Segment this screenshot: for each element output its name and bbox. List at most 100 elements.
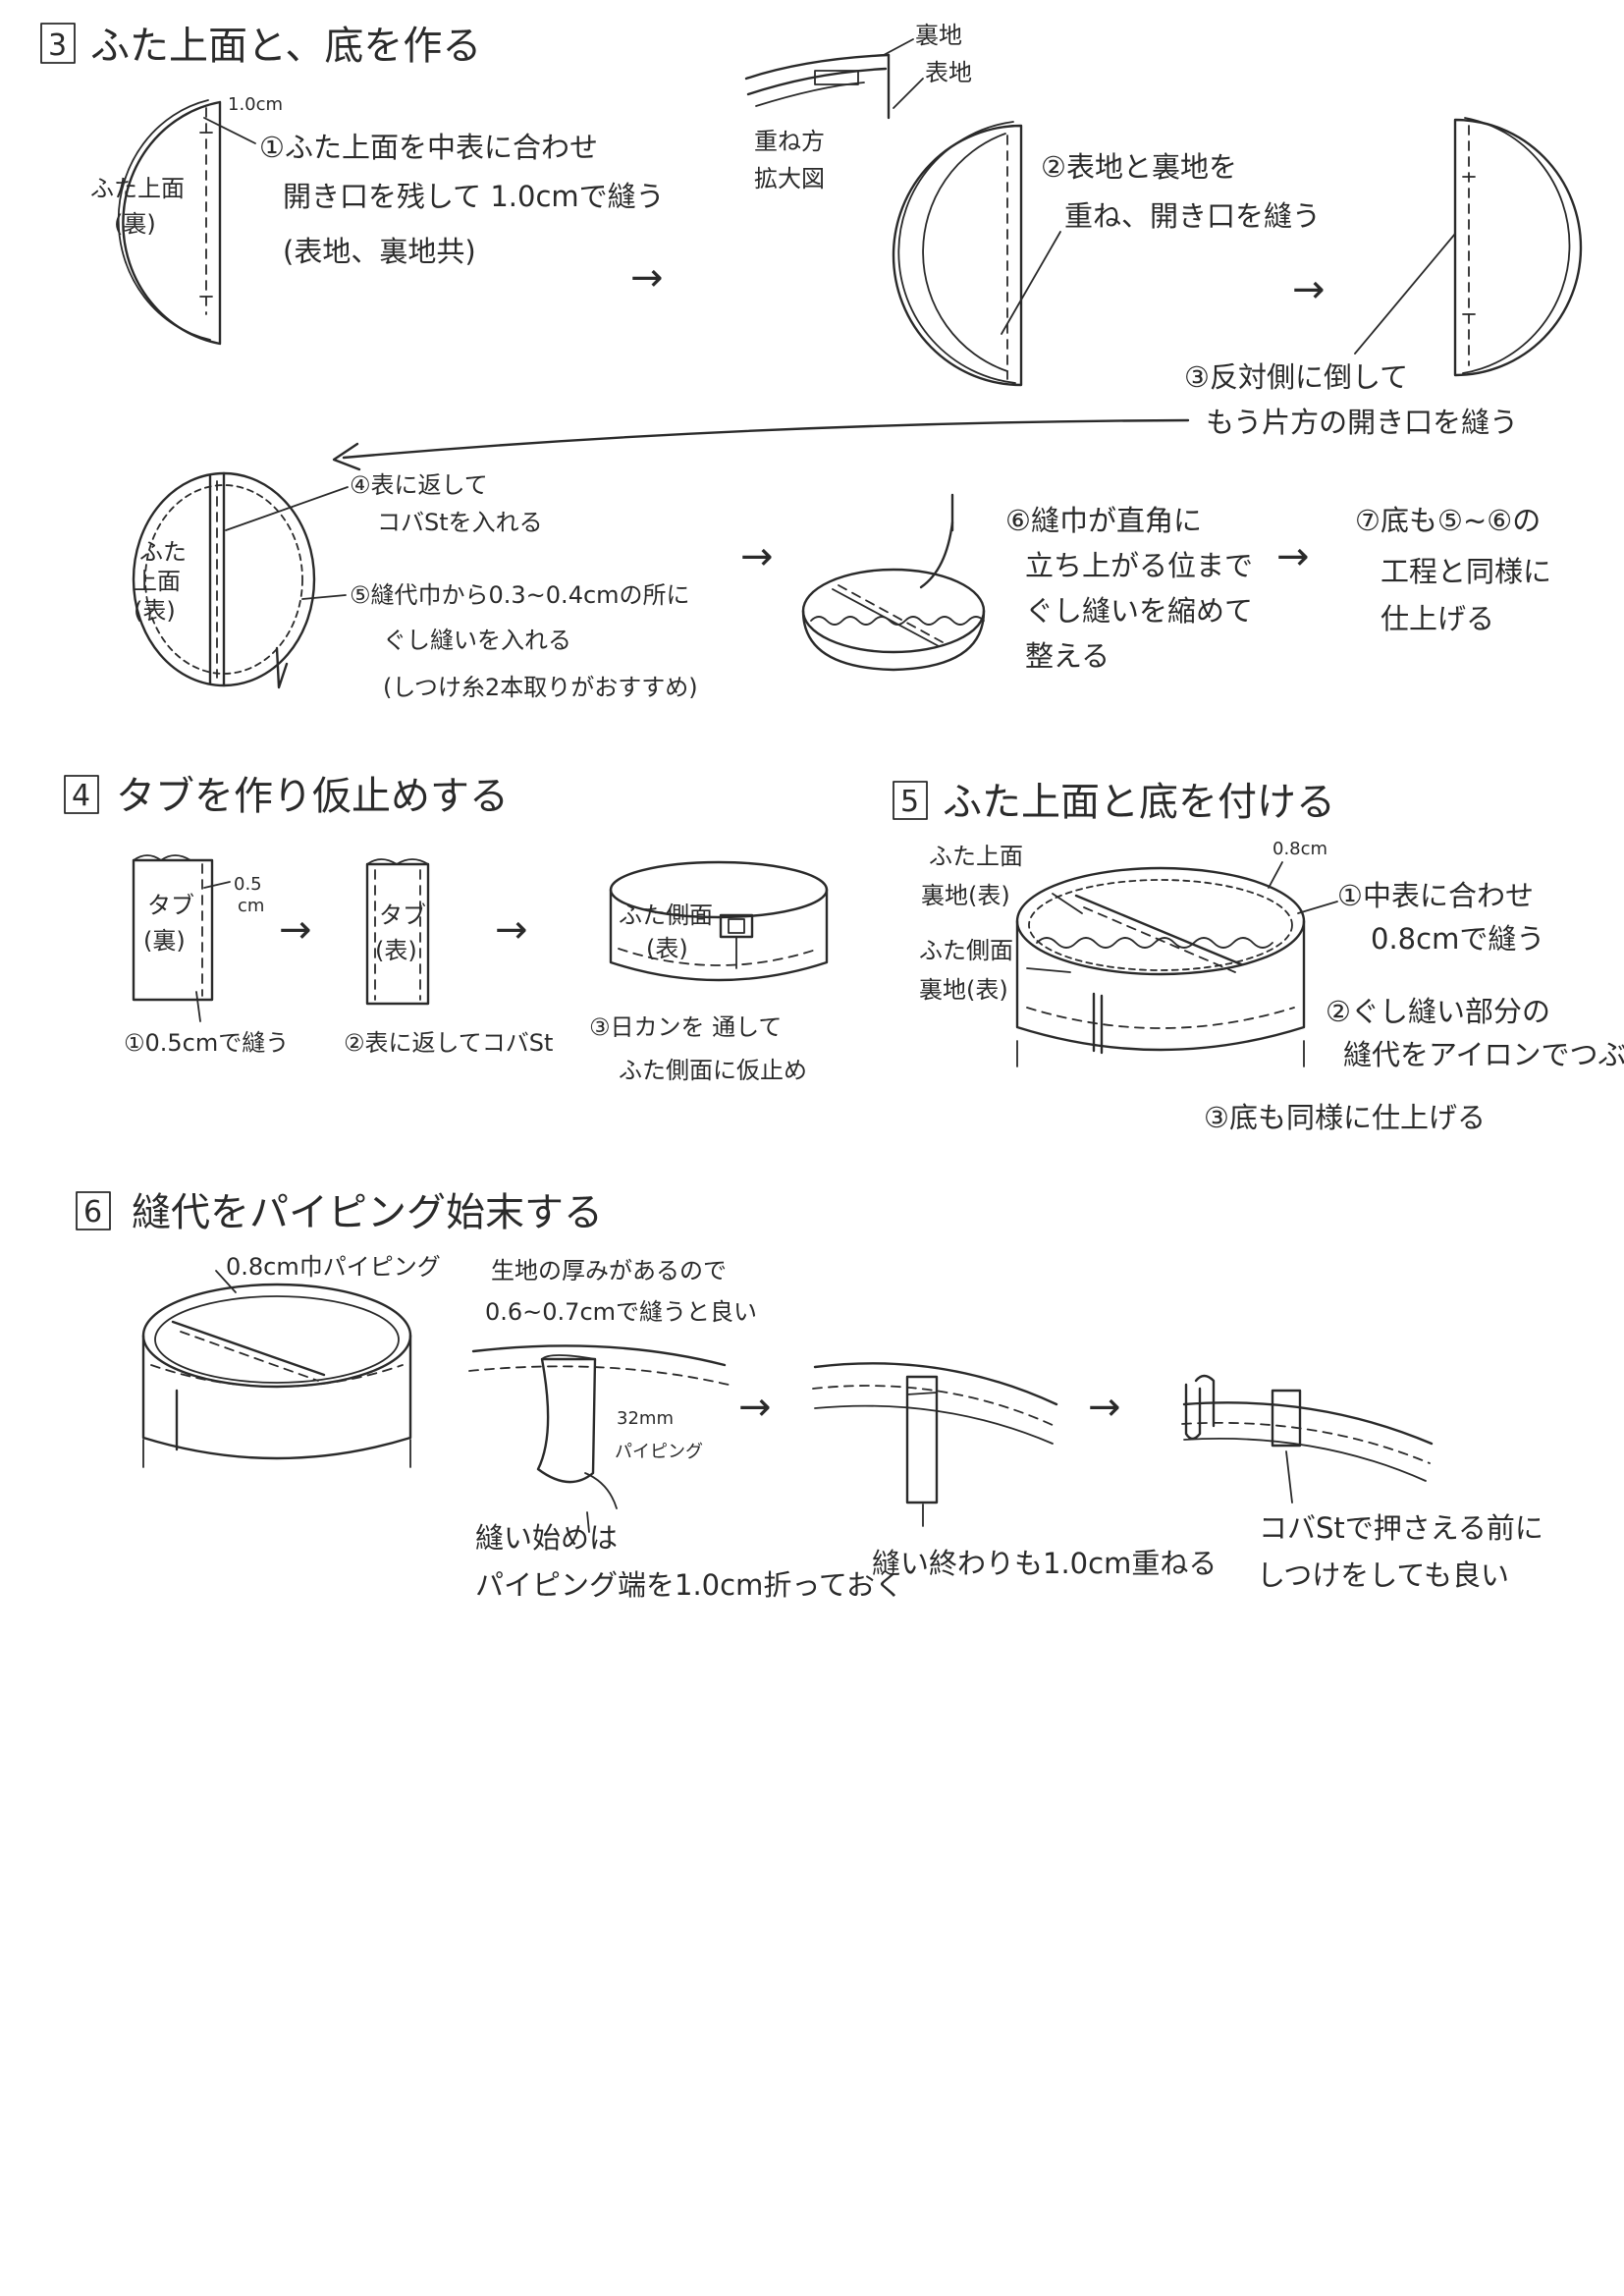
step4-2: ②表に返してコバSt	[344, 1029, 553, 1057]
end-strip	[907, 1377, 937, 1503]
step3-1-line1: ①ふた上面を中表に合わせ	[259, 131, 598, 164]
fig-lid-top-half-circle: ふた上面 (裏) 1.0cm ①ふた上面を中表に合わせ 開き口を残して 1.0c…	[90, 94, 665, 344]
arrow-3: →	[740, 534, 774, 579]
step3-6-line4: 整える	[1025, 639, 1110, 673]
step5-2-line1: ②ぐし縫い部分の	[1326, 995, 1550, 1028]
thickness-note-1: 生地の厚みがあるので	[491, 1257, 727, 1285]
fig-tab-attached: ふた側面 (表) ③日カンを 通して ふた側面に仮止め	[589, 862, 827, 1084]
final-leader	[1286, 1451, 1292, 1503]
start-edge-2	[469, 1366, 729, 1385]
lining-label: 裏地	[915, 22, 962, 49]
final-strip	[1272, 1391, 1300, 1446]
side-label-1: ふた側面	[619, 902, 713, 929]
step3-3-line1: ③反対側に倒して	[1184, 360, 1408, 394]
disc-seam	[839, 585, 943, 642]
section-5: 5 ふた上面と底を付ける ふた上面 裏地(表) 0.8cm ふた側面 裏地(表)…	[893, 780, 1624, 1134]
side-label-2: 裏地(表)	[919, 976, 1008, 1004]
arrow-2: →	[1292, 267, 1326, 312]
full-circle-label-1: ふた	[139, 538, 187, 566]
step3-3-line2: もう片方の開き口を縫う	[1206, 406, 1518, 439]
enlarge-label-1: 重ね方	[754, 128, 825, 155]
lining-leader	[884, 39, 913, 55]
step5-1-line2: 0.8cmで縫う	[1371, 922, 1544, 956]
step3-1-line2: 開き口を残して 1.0cmで縫う	[283, 180, 665, 213]
end-overlap	[907, 1393, 937, 1394]
full-circle-label-2: 上面	[134, 568, 181, 595]
section-4-number: 4	[72, 779, 90, 813]
arrow-7: →	[738, 1385, 772, 1430]
section-3-number: 3	[48, 28, 67, 63]
layered-edge-3	[923, 134, 1007, 371]
final-note-1: コバStで押さえる前に	[1259, 1511, 1543, 1545]
side-label-2: (表)	[646, 935, 688, 962]
outer-label: 表地	[925, 59, 972, 86]
fig-flipped-half-circle: ③反対側に倒して もう片方の開き口を縫う	[1184, 118, 1581, 439]
piping-strip	[538, 1359, 595, 1482]
step3-4-line2: コバStを入れる	[377, 509, 543, 536]
step4-3-line1: ③日カンを 通して	[589, 1013, 782, 1041]
arrow-5: →	[279, 907, 312, 953]
section-5-number: 5	[900, 785, 919, 819]
step3-6-line3: ぐし縫いを縮めて	[1025, 594, 1253, 628]
layered-edge-2	[898, 122, 1015, 383]
tab1-label-2: (裏)	[143, 927, 186, 955]
fig-overlap-enlargement: 裏地 表地 重ね方 拡大図	[746, 22, 972, 192]
step3-4-line1: ④表に返して	[350, 471, 488, 499]
fig-tab-inside: タブ (裏) 0.5 cm ①0.5cmで縫う	[124, 855, 289, 1057]
tab1-dim-2: cm	[238, 896, 264, 916]
arrow-8: →	[1088, 1385, 1121, 1430]
final-fold-cap	[1196, 1376, 1214, 1426]
dim-08cm: 0.8cm	[1272, 839, 1327, 859]
tab2-label-1: タブ	[379, 902, 426, 929]
fig-gathered-disc: ⑥縫巾が直角に 立ち上がる位まで ぐし縫いを縮めて 整える	[803, 495, 1253, 673]
step3-5-line1: ⑤縫代巾から0.3~0.4cmの所に	[350, 581, 690, 609]
start-note-1: 縫い始めは	[475, 1521, 618, 1555]
tab-ring-inner	[729, 919, 744, 933]
enlarge-label-2: 拡大図	[754, 165, 825, 192]
side-label-leader	[1027, 968, 1070, 972]
step3-2-line1: ②表地と裏地を	[1041, 150, 1237, 184]
flipped-outline	[1455, 120, 1581, 375]
attach-top-rim	[1017, 868, 1304, 974]
step3-5-line3: (しつけ糸2本取りがおすすめ)	[383, 674, 698, 701]
section-3-title: ふた上面と、底を作る	[90, 24, 481, 69]
step3-6-line1: ⑥縫巾が直角に	[1005, 504, 1202, 537]
thickness-note-2: 0.6~0.7cmで縫うと良い	[485, 1298, 757, 1326]
step5-1-line1: ①中表に合わせ	[1337, 879, 1534, 912]
tab2-label-2: (表)	[375, 937, 417, 964]
piping-width-label: 0.8cm巾パイピング	[226, 1253, 441, 1281]
top-label-1: ふた上面	[929, 843, 1023, 870]
dim-1cm: 1.0cm	[228, 94, 283, 115]
lid-top-label-2: (裏)	[114, 210, 156, 238]
full-circle-label-3: (表)	[134, 597, 176, 625]
piped-rim-inner	[155, 1296, 399, 1383]
attach-top-center-stitch	[1084, 907, 1235, 972]
lid-top-label-1: ふた上面	[90, 175, 185, 202]
piping-word: パイピング	[615, 1442, 703, 1462]
fig-attach-top: ふた上面 裏地(表) 0.8cm ふた側面 裏地(表) ①中表に合わせ 0.8c…	[919, 839, 1624, 1134]
end-note: 縫い終わりも1.0cm重ねる	[872, 1547, 1217, 1580]
dim-leader	[1269, 862, 1282, 888]
attach-side-hem	[1027, 1008, 1294, 1028]
needle-tail	[277, 648, 287, 687]
start-edge-1	[473, 1345, 725, 1365]
fig-piped-lid: 0.8cm巾パイピング	[143, 1253, 441, 1467]
step3-2-line2: 重ね、開き口を縫う	[1064, 199, 1321, 233]
outer-leader	[893, 79, 923, 108]
disc-top	[803, 570, 984, 652]
step2-leader	[1001, 232, 1060, 334]
piping-tail	[585, 1473, 617, 1508]
piped-center-seam	[173, 1322, 324, 1375]
fig-full-circle: ふた 上面 (表) ④表に返して コバStを入れる ⑤縫代巾から0.3~0.4c…	[134, 471, 698, 701]
fig-layered-half-circle: ②表地と裏地を 重ね、開き口を縫う	[893, 122, 1321, 385]
tab2-body	[367, 864, 428, 1004]
step1-leader	[1298, 902, 1337, 913]
top-label-2: 裏地(表)	[921, 882, 1010, 909]
section-4: 4 タブを作り仮止めする タブ (裏) 0.5 cm ①0.5cmで縫う → タ…	[65, 774, 827, 1084]
fig-piping-start: 生地の厚みがあるので 0.6~0.7cmで縫うと良い 32mm パイピング 縫い…	[469, 1257, 903, 1602]
step3-7-line1: ⑦底も⑤~⑥の	[1355, 504, 1541, 537]
final-note-2: しつけをしても良い	[1257, 1558, 1509, 1592]
tab1-dim-1: 0.5	[234, 874, 262, 895]
